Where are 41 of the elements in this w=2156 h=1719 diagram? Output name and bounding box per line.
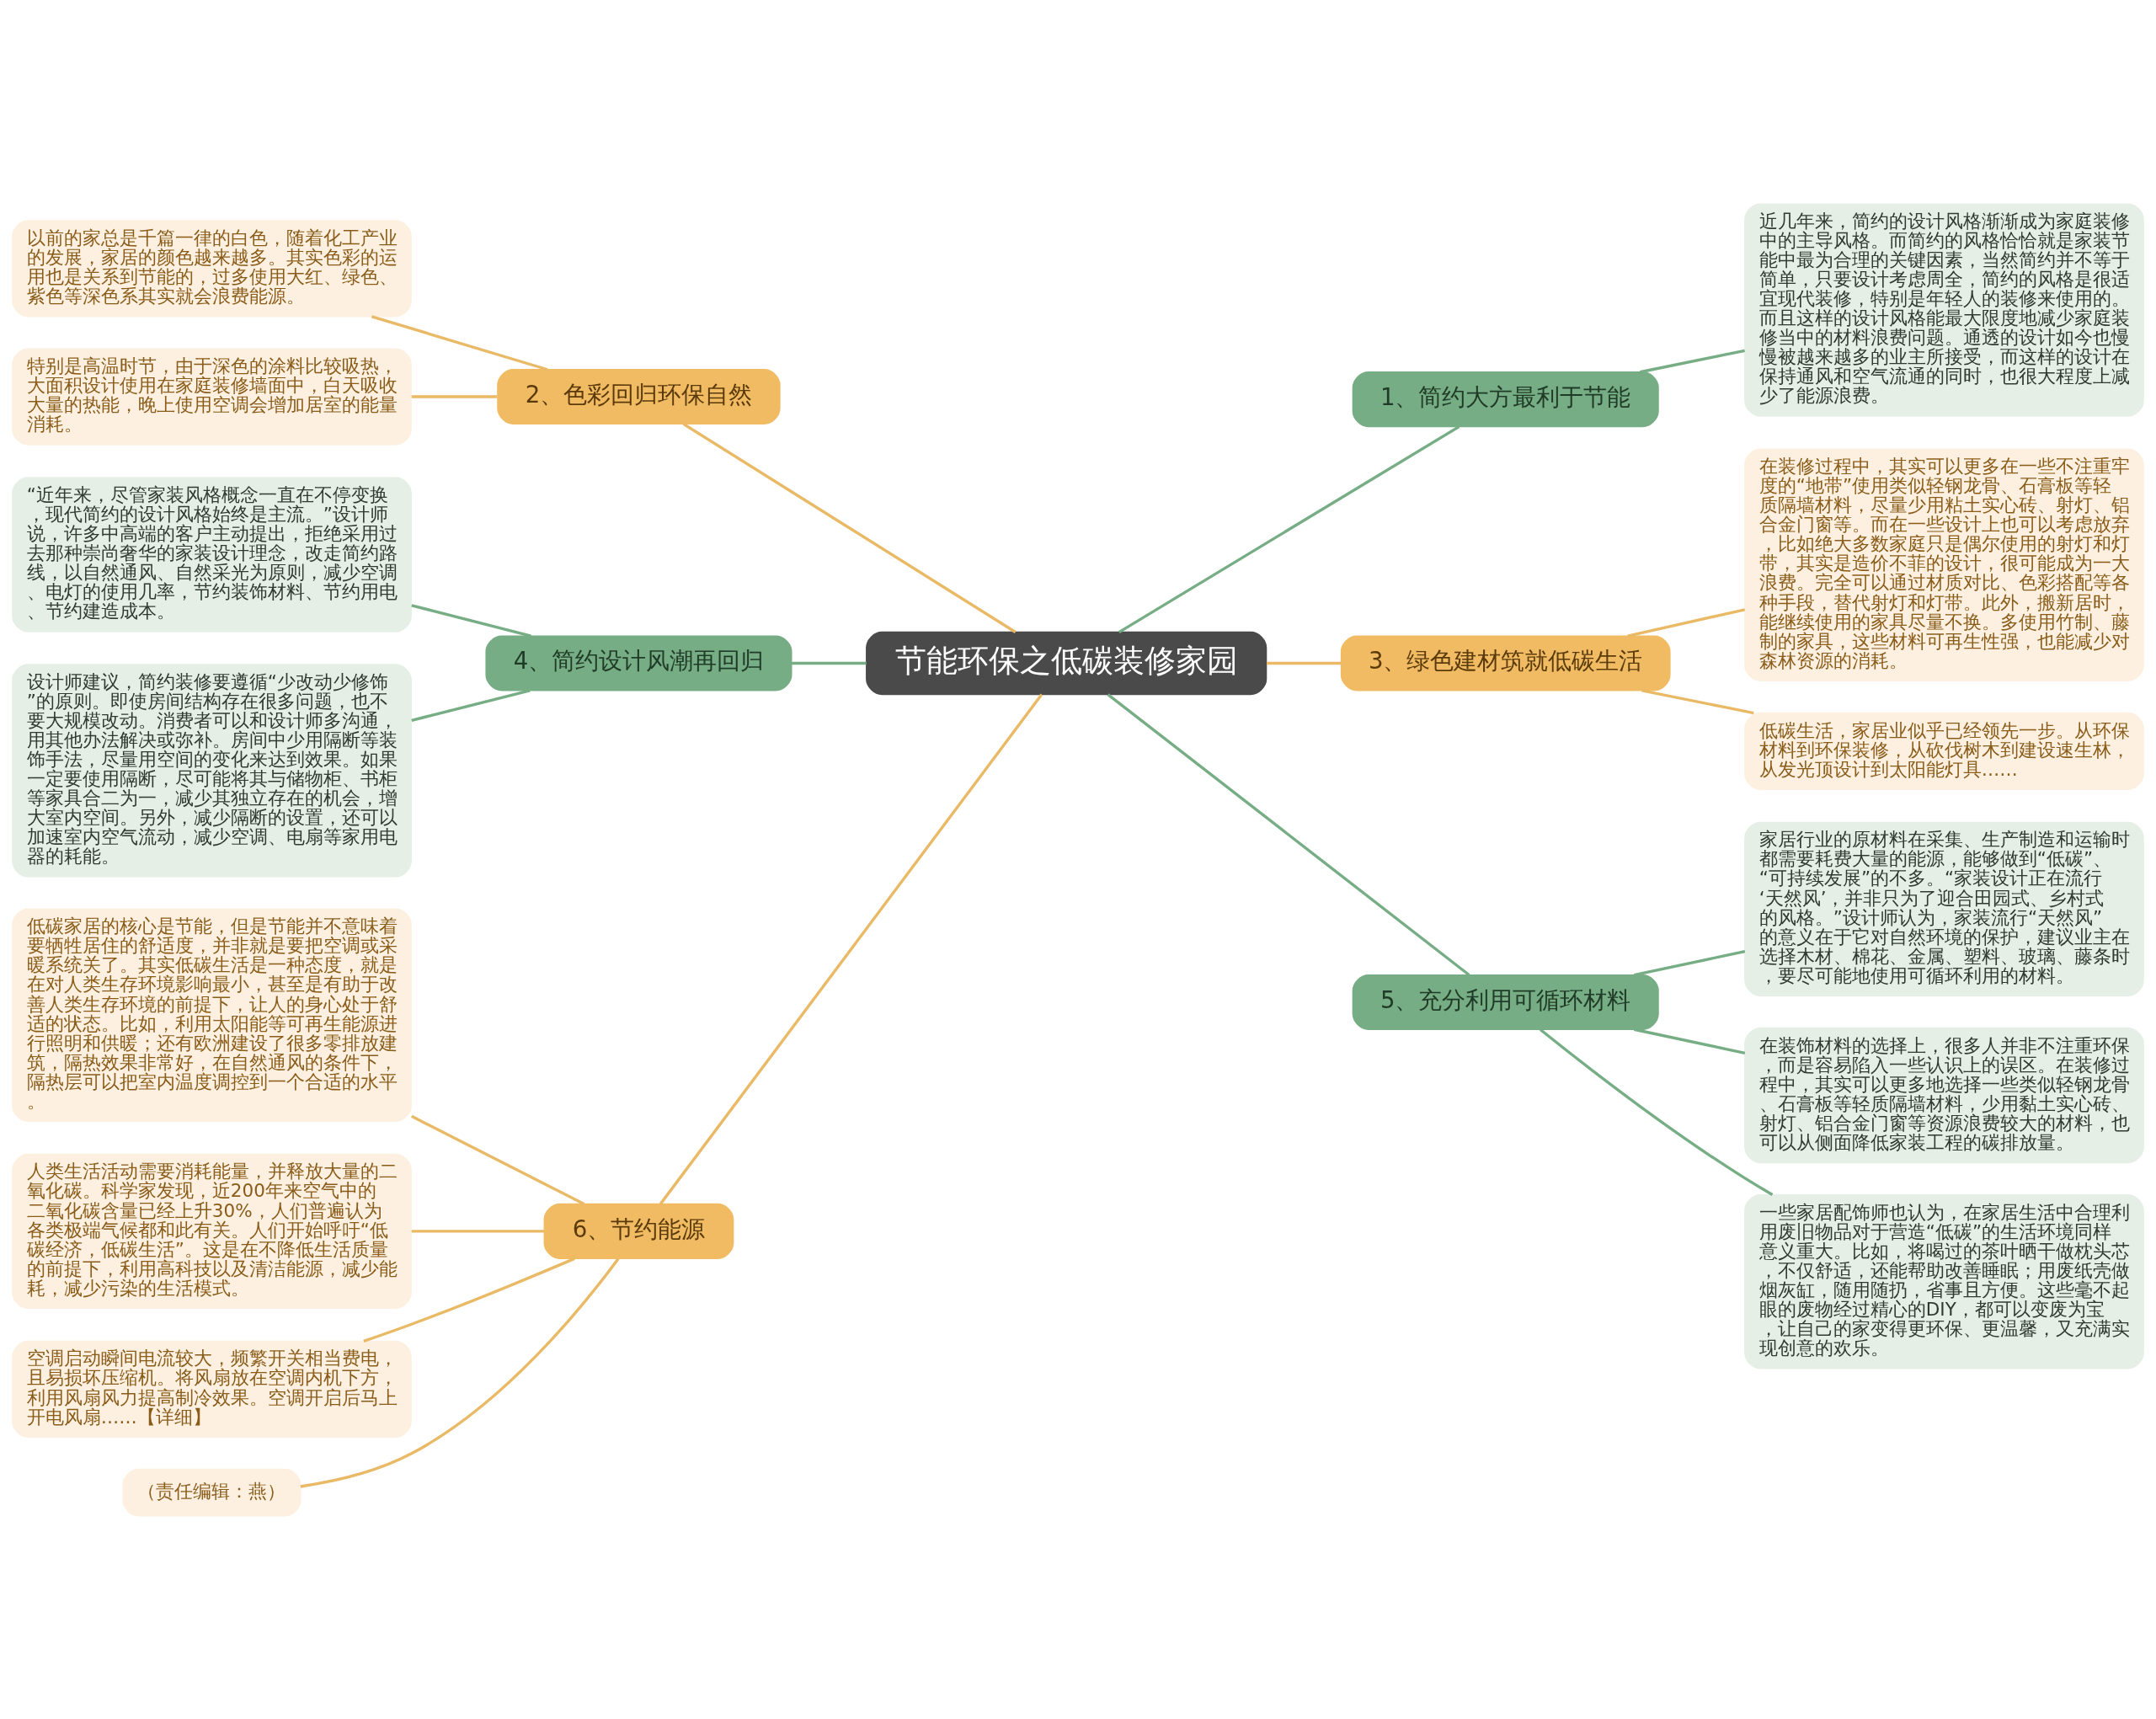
node-box: 2、色彩回归环保自然 xyxy=(497,368,781,424)
node-box: 1、简约大方最利于节能 xyxy=(1352,371,1659,427)
node-box: 近几年来，简约的设计风格渐渐成为家庭装修中的主导风格。而简约的风格恰恰就是家装节能中最为合理的关键因素，当然简约并不等于简单，只要设计考虑周全，简约的风格是很适宜现代装修，特别是年轻人的装修来使用的。而且这样的设计风格能最大限度地减少家庭装修当中的材料浪费问题。通透的设计如今也慢慢被越来越多的业主所接受，而这样的设计在保持通风和空气流通的同时，也很大程度上减少了能源浪费。 xyxy=(1744,202,2144,417)
node-box: 一些家居配饰师也认为，在家居生活中合理利用废旧物品对于营造“低碳”的生活环境同样意义重大。比如，将喝过的茶叶晒干做枕头芯，不仅舒适，还能帮助改善睡眠；用废纸壳做烟灰缸，随用随扔，省事且方便。这些毫不起眼的废物经过精心的DIY，都可以变废为宝，让自己的家变得更环保、更温馨，又充满实现创意的欢乐。 xyxy=(1744,1193,2144,1369)
connector xyxy=(1640,349,1745,373)
connector xyxy=(792,661,867,665)
node-box: 家居行业的原材料在采集、生产制造和运输时都需要耗费大量的能源，能够做到“低碳”、“可持续发展”的不多。“家装设计正在流行‘天然风’，并非只为了迎合田园式、乡村式的风格。”设计师认为，家装流行“天然风”的意义在于它对自然环境的保护，建议业主在选择木材、棉花、金属、塑料、玻璃、藤条时，要尽可能地使用可循环利用的材料。 xyxy=(1744,821,2144,996)
node-box: 设计师建议，简约装修要遵循“少改动少修饰”的原则。即使房间结构存在很多问题，也不要大规模改动。消费者可以和设计师多沟通，用其他办法解决或弥补。房间中少用隔断等装饰手法，尽量用空间的变化来达到效果。如果一定要使用隔断，尽可能将其与储物柜、书柜等家具合二为一，减少其独立存在的机会，增大室内空间。另外，减少隔断的设置，还可以加速室内空气流动，减少空调、电扇等家用电器的耗能。 xyxy=(12,663,412,878)
connector xyxy=(1634,949,1746,976)
connector xyxy=(411,1114,585,1205)
node-box: 人类生活活动需要消耗能量，并释放大量的二氧化碳。科学家发现，近200年来空气中的二氧化碳含量已经上升30%，人们普遍认为各类极端气候都和此有关。人们开始呼吁“低碳经济，低碳生活”。这是在不降低生活质量的前提下，利用高科技以及清洁能源，减少能耗，减少污染的生活模式。 xyxy=(12,1153,412,1309)
connector xyxy=(1540,1028,1774,1196)
connector xyxy=(411,1229,544,1233)
node-box: 6、节约能源 xyxy=(543,1203,734,1259)
node-box: 5、充分利用可循环材料 xyxy=(1352,974,1659,1030)
connector xyxy=(371,314,548,371)
node-box: 以前的家总是千篇一律的白色，随着化工产业的发展，家居的颜色越来越多。其实色彩的运用也是关系到节能的，过多使用大红、绿色、紫色等深色系其实就会浪费能源。 xyxy=(12,219,412,318)
node-box: 节能环保之低碳装修家园 xyxy=(866,631,1267,695)
connector xyxy=(1634,1028,1746,1054)
node-box: 低碳家居的核心是节能，但是节能并不意味着要牺牲居住的舒适度，并非就是要把空调或采暖系统关了。其实低碳生活是一种态度，就是在对人类生存环境影响最小，甚至是有助于改善人类生存环境的前提下，让人的身心处于舒适的状态。比如，利用太阳能等可再生能源进行照明和供暖；还有欧洲建设了很多零排放建筑，隔热效果非常好，在自然通风的条件下，隔热层可以把室内温度调控到一个合适的水平。 xyxy=(12,908,412,1122)
node-box: 3、绿色建材筑就低碳生活 xyxy=(1340,634,1671,691)
connector xyxy=(1267,661,1342,665)
node-box: 空调启动瞬间电流较大，频繁开关相当费电，且易损坏压缩机。将风扇放在空调内机下方，利用风扇风力提高制冷效果。空调开启后马上开电风扇……【详细】 xyxy=(12,1340,412,1438)
node-box: “近年来，尽管家装风格概念一直在不停变换，现代简约的设计风格始终是主流。”设计师说，许多中高端的客户主动提出，拒绝采用过去那种崇尚奢华的家装设计理念，改走简约路线，以自然通风、自然采光为原则，减少空调、电灯的使用几率，节约装饰材料、节约用电、节约建造成本。 xyxy=(12,476,412,633)
connector xyxy=(682,422,1017,633)
connector xyxy=(1118,424,1460,633)
node-box: 特别是高温时节，由于深色的涂料比较吸热，大面积设计使用在家庭装修墙面中，白天吸收大量的热能，晚上使用空调会增加居室的能量消耗。 xyxy=(12,347,412,446)
node-box: （责任编辑：燕） xyxy=(122,1468,302,1517)
connector xyxy=(411,394,498,398)
node-box: 在装修过程中，其实可以更多在一些不注重牢度的“地带”使用类似轻钢龙骨、石膏板等轻质隔墙材料，尽量少用粘土实心砖、射灯、铝合金门窗等。而在一些设计上也可以考虑放弃，比如绝大多数家庭只是偶尔使用的射灯和灯带，其实是造价不菲的设计，很可能成为一大浪费。完全可以通过材质对比、色彩搭配等各种手段，替代射灯和灯带。此外，搬新居时，能继续使用的家具尽量不换。多使用竹制、藤制的家具，这些材料可再生性强，也能减少对森林资源的消耗。 xyxy=(1744,448,2144,681)
connector xyxy=(1107,692,1470,976)
connector xyxy=(411,688,531,722)
connector xyxy=(1641,688,1754,714)
connector xyxy=(1627,607,1746,638)
node-box: 在装饰材料的选择上，很多人并非不注重环保，而是容易陷入一些认识上的误区。在装修过程中，其实可以更多地选择一些类似轻钢龙骨、石膏板等轻质隔墙材料，少用黏土实心砖、射灯、铝合金门窗等资源浪费较大的材料，也可以从侧面降低家装工程的碳排放量。 xyxy=(1744,1027,2144,1163)
connector xyxy=(300,1257,620,1488)
node-box: 4、简约设计风潮再回归 xyxy=(485,634,792,691)
connector xyxy=(363,1257,575,1343)
connector xyxy=(659,693,1043,1204)
node-box: 低碳生活，家居业似乎已经领先一步。从环保材料到环保装修，从砍伐树木到建设速生林，从发光顶设计到太阳能灯具…… xyxy=(1744,712,2144,790)
connector xyxy=(411,603,531,638)
